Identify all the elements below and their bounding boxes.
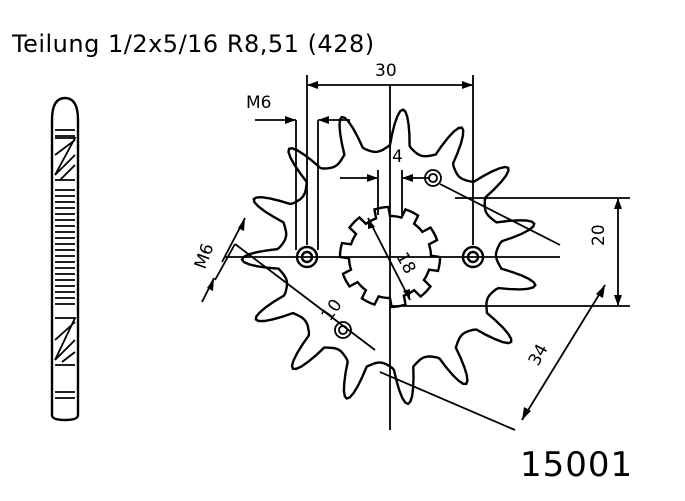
- dim-label-m6-top: M6: [246, 93, 271, 113]
- dim-label-4: 4: [392, 147, 403, 167]
- dimension-thread-m6-top: M6: [246, 93, 350, 250]
- dimension-bore-18: 18: [367, 217, 419, 301]
- mounting-holes: [295, 169, 485, 339]
- dim-label-20: 20: [589, 224, 609, 246]
- dimension-width-30: 30: [306, 61, 474, 245]
- dim-label-10: 10: [318, 296, 347, 325]
- sprocket-side-profile: [50, 96, 80, 422]
- dimension-diagonal-34: 34: [379, 183, 606, 431]
- dimension-thread-m6-left: M6: [191, 217, 246, 303]
- dim-label-30: 30: [375, 61, 397, 81]
- dimension-keyway-4: 4: [340, 147, 430, 215]
- dim-label-m6-left: M6: [191, 241, 219, 272]
- hub-spline-bore: [338, 205, 442, 309]
- pitch-spec-title: Teilung 1/2x5/16 R8,51 (428): [11, 30, 375, 58]
- dimension-height-20: 20: [390, 197, 630, 307]
- part-number: 15001: [520, 445, 633, 485]
- dimension-10: 10: [214, 243, 376, 351]
- dim-label-34: 34: [525, 341, 553, 369]
